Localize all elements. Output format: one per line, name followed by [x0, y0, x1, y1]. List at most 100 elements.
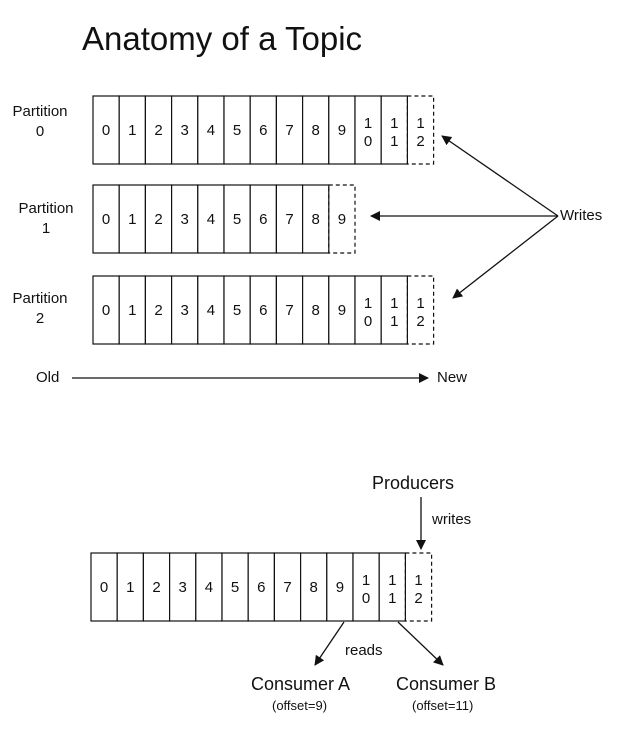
partition-1-offset-label: 5	[233, 211, 241, 228]
partition-0-offset-label: 1	[364, 115, 372, 132]
partition-0-offset-label: 3	[181, 122, 189, 139]
log-offset-label: 1	[414, 572, 422, 589]
partition-0-offset-label: 7	[285, 122, 293, 139]
partition-2-offset-label: 0	[102, 302, 110, 319]
log-offset-label: 1	[126, 579, 134, 596]
log-offset-label: 0	[362, 590, 370, 607]
log-offset-cell	[116, 552, 144, 622]
partition-2-offset-cell	[118, 275, 146, 345]
log-offset-label: 1	[362, 572, 370, 589]
partition-0-offset-label: 0	[102, 122, 110, 139]
partition-1-offset-label: 4	[207, 211, 215, 228]
partition-0-offset-cell	[197, 95, 225, 165]
consumer-a-name: Consumer A	[251, 674, 351, 694]
partition-1-label-line1: Partition	[18, 200, 74, 217]
log-offset-cell	[247, 552, 275, 622]
log-offset-cell	[378, 552, 407, 622]
partition-2-offset-label: 4	[207, 302, 215, 319]
partition-2-offset-cell	[302, 275, 330, 345]
partition-0-offset-cell	[302, 95, 330, 165]
partition-2-offset-label: 2	[416, 313, 424, 330]
log-offset-label: 5	[231, 579, 239, 596]
partition-0-offset-cell	[223, 95, 251, 165]
partition-1-offset-label: 7	[285, 211, 293, 228]
partition-1-offset-cell	[302, 184, 330, 254]
partition-2-offset-label: 1	[390, 313, 398, 330]
consumer-a-read-arrow	[314, 621, 345, 666]
partition-2-next-offset-cell	[406, 275, 435, 345]
log-offset-label: 1	[388, 572, 396, 589]
partition-0-offset-cell	[92, 95, 120, 165]
partition-0-offset-label: 4	[207, 122, 215, 139]
partition-0-offset-label: 5	[233, 122, 241, 139]
consumer-b-read-arrow	[397, 621, 444, 666]
log-offset-label: 2	[152, 579, 160, 596]
partition-2-offset-cell	[275, 275, 304, 345]
reads-label: reads	[345, 642, 383, 659]
partition-0-offset-label: 2	[416, 133, 424, 150]
partition-2-offset-label: 1	[416, 295, 424, 312]
partition-0-label: Partition 0	[2, 102, 78, 142]
partition-1-offset-cell	[118, 184, 146, 254]
partition-0-offset-label: 1	[390, 133, 398, 150]
partition-2-offset-cell	[92, 275, 120, 345]
partition-0-offset-cell	[249, 95, 277, 165]
log-offset-label: 9	[336, 579, 344, 596]
partition-2-offset-label: 1	[390, 295, 398, 312]
partition-1-offset-label: 1	[128, 211, 136, 228]
log-offset-label: 8	[310, 579, 318, 596]
partition-0-offset-label: 9	[338, 122, 346, 139]
partition-2-offset-cell	[249, 275, 277, 345]
partition-2-offset-label: 3	[181, 302, 189, 319]
partition-2-offset-label: 1	[364, 295, 372, 312]
writes-arrow-partition-2	[452, 215, 559, 299]
partition-1-offset-label: 8	[312, 211, 320, 228]
partition-1-offset-label: 3	[181, 211, 189, 228]
partition-0-offset-label: 1	[128, 122, 136, 139]
consumer-a-offset: (offset=9)	[272, 698, 328, 713]
new-label: New	[437, 369, 468, 386]
partition-2-label-line2: 2	[35, 310, 45, 327]
producer-writes-label: writes	[432, 511, 472, 528]
consumer-b-offset: (offset=11)	[412, 698, 474, 713]
partition-2-offset-cell	[354, 275, 382, 345]
partition-0-offset-label: 1	[416, 115, 424, 132]
partition-2-offset-label: 8	[312, 302, 320, 319]
log-next-offset-cell	[404, 552, 433, 622]
partition-1-offset-label: 0	[102, 211, 110, 228]
partition-0-offset-label: 6	[259, 122, 267, 139]
partition-1-label-line2: 1	[41, 220, 51, 237]
partition-2-offset-label: 0	[364, 313, 372, 330]
partition-1-label: Partition 1	[8, 199, 84, 239]
partition-0-offset-label: 1	[390, 115, 398, 132]
partition-0-label-line2: 0	[35, 123, 45, 140]
log-offset-label: 4	[205, 579, 213, 596]
writes-arrow-partition-0	[441, 135, 559, 217]
partition-0-offset-label: 0	[364, 133, 372, 150]
partition-1-offset-label: 9	[338, 211, 346, 228]
partition-2-offset-label: 7	[285, 302, 293, 319]
writes-label: Writes	[560, 207, 603, 224]
partition-2-offset-label: 1	[128, 302, 136, 319]
partition-0-next-offset-cell	[406, 95, 435, 165]
partition-2-offset-cell	[197, 275, 225, 345]
partition-0-label-line1: Partition	[12, 103, 68, 120]
log-offset-cell	[142, 552, 171, 622]
partition-2-offset-cell	[144, 275, 173, 345]
partition-2-offset-cell	[328, 275, 356, 345]
partition-1-next-offset-cell	[328, 184, 356, 254]
partition-2-label-line1: Partition	[12, 290, 68, 307]
partition-1-offset-cell	[92, 184, 120, 254]
old-label: Old	[36, 369, 60, 386]
diagram-title: Anatomy of a Topic	[82, 20, 363, 57]
log-offset-cell	[300, 552, 328, 622]
log-offset-cell	[352, 552, 380, 622]
partition-2-offset-label: 5	[233, 302, 241, 319]
partition-0-offset-label: 8	[312, 122, 320, 139]
log-offset-label: 2	[414, 590, 422, 607]
partition-2-offset-label: 2	[154, 302, 162, 319]
arrows-layer	[72, 135, 559, 666]
partition-1-offset-label: 2	[154, 211, 162, 228]
